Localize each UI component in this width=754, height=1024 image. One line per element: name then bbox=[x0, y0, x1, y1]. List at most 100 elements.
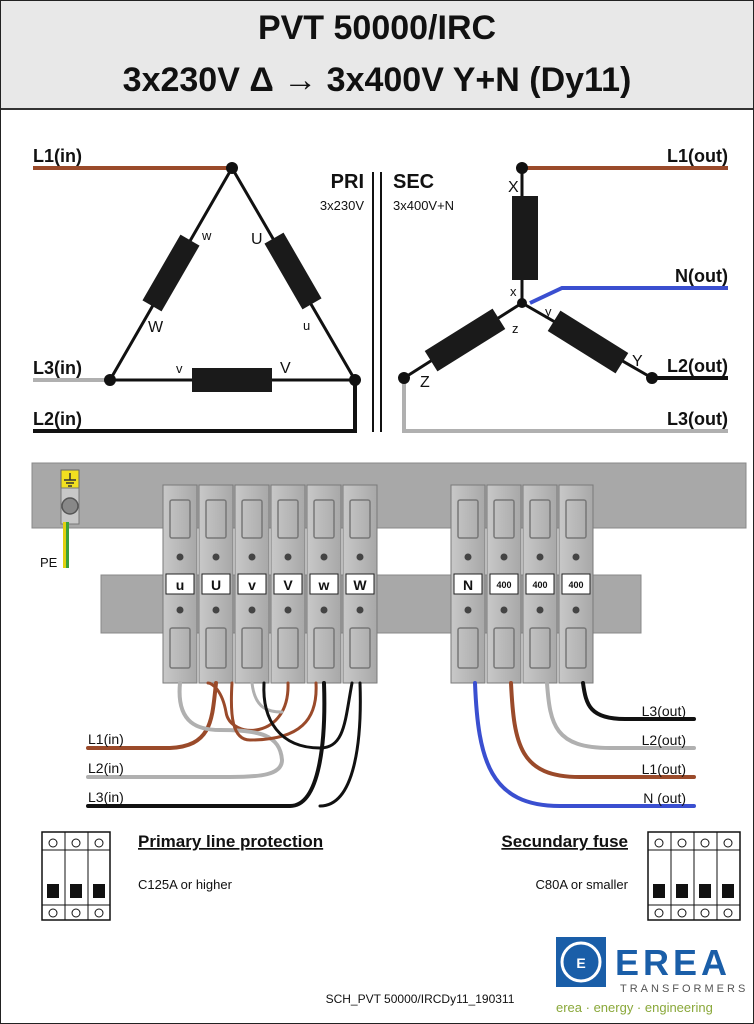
svg-text:E: E bbox=[576, 955, 585, 971]
terminal-label-box bbox=[201, 573, 231, 595]
wire-l3-in-a bbox=[86, 681, 327, 808]
wire-l1-in-a bbox=[86, 681, 218, 750]
wire-l1-out bbox=[509, 681, 696, 779]
terminal-label-box bbox=[273, 573, 303, 595]
terminal-label: V bbox=[283, 577, 293, 593]
terminal-label-box bbox=[489, 573, 519, 595]
wire-l2-out bbox=[545, 681, 696, 750]
terminal-pin: U bbox=[198, 484, 234, 684]
coil-w bbox=[142, 234, 200, 312]
coil-v bbox=[192, 368, 272, 392]
drawing-id: SCH_PVT 50000/IRCDy11_190311 bbox=[326, 992, 515, 1006]
terminal-label-box bbox=[309, 573, 339, 595]
terminal-pin: 400 bbox=[522, 484, 558, 684]
primary-breaker-icon bbox=[41, 831, 111, 921]
terminal-label: 400 bbox=[532, 580, 547, 590]
terminal-pin: N bbox=[450, 484, 486, 684]
terminal-pin: v bbox=[234, 484, 270, 684]
page-title: PVT 50000/IRC bbox=[257, 9, 497, 47]
coil-y bbox=[547, 310, 629, 374]
label-l2-in: L2(in) bbox=[33, 409, 82, 429]
winding-y: y bbox=[545, 304, 552, 319]
wire-l3-out bbox=[581, 681, 696, 721]
label-n-out: N(out) bbox=[675, 266, 728, 286]
winding-x: x bbox=[510, 284, 517, 299]
node bbox=[646, 372, 658, 384]
l3-out-wire bbox=[402, 378, 728, 433]
pe-label: PE bbox=[40, 555, 58, 570]
node bbox=[516, 162, 528, 174]
winding-v: v bbox=[176, 361, 183, 376]
label-l1-in: L1(in) bbox=[33, 146, 82, 166]
coil-z bbox=[424, 308, 506, 372]
wire-w-link bbox=[229, 681, 318, 742]
l2-in-wire bbox=[33, 380, 357, 433]
secondary-fuse-icon bbox=[647, 831, 741, 921]
terminal-label: 400 bbox=[496, 580, 511, 590]
winding-V: V bbox=[280, 360, 291, 377]
terminal-label-box bbox=[561, 573, 591, 595]
sec-label: SEC bbox=[393, 171, 434, 193]
pe-terminal: PE bbox=[40, 469, 80, 570]
wire-n-out bbox=[473, 681, 696, 808]
label-l3-in: L3(in) bbox=[33, 358, 82, 378]
wire-label-l1-in: L1(in) bbox=[88, 731, 124, 747]
winding-W: W bbox=[148, 319, 164, 336]
terminal-pin: 400 bbox=[486, 484, 522, 684]
din-rail-top bbox=[31, 462, 747, 529]
terminal-label-box bbox=[165, 573, 195, 595]
node bbox=[349, 374, 361, 386]
terminal-label: U bbox=[211, 577, 221, 593]
winding-Y: Y bbox=[632, 353, 643, 370]
secondary-fuse-rating: C80A or smaller bbox=[536, 877, 629, 892]
brand-sub: TRANSFORMERS bbox=[620, 983, 748, 995]
winding-u: u bbox=[303, 318, 310, 333]
terminal-pin: w bbox=[306, 484, 342, 684]
wire-l3-in-b bbox=[318, 681, 362, 808]
wire-label-l1-out: L1(out) bbox=[642, 761, 686, 777]
terminal-label: N bbox=[463, 577, 473, 593]
terminal-label: w bbox=[318, 577, 330, 593]
n-out-wire bbox=[529, 286, 728, 305]
pe-wire bbox=[63, 522, 66, 568]
node bbox=[226, 162, 238, 174]
earth-screw bbox=[61, 497, 79, 515]
terminal-wires bbox=[86, 681, 696, 808]
terminal-label-box bbox=[237, 573, 267, 595]
coil-u bbox=[264, 232, 322, 310]
terminal-label: v bbox=[248, 577, 256, 593]
wire-label-l2-out: L2(out) bbox=[642, 732, 686, 748]
node bbox=[517, 298, 527, 308]
primary-protection-rating: C125A or higher bbox=[138, 877, 233, 892]
primary-protection-title: Primary line protection bbox=[138, 832, 323, 851]
delta-triangle bbox=[107, 165, 358, 382]
secondary-fuse-title: Secundary fuse bbox=[501, 832, 628, 851]
primary-delta bbox=[33, 162, 361, 433]
winding-X: X bbox=[508, 179, 519, 196]
terminal-pin: V bbox=[270, 484, 306, 684]
terminal-label-box bbox=[525, 573, 555, 595]
sec-voltage: 3x400V+N bbox=[393, 198, 454, 213]
winding-w: w bbox=[201, 228, 212, 243]
secondary-star bbox=[398, 162, 728, 433]
wire-label-l2-in: L2(in) bbox=[88, 760, 124, 776]
brand-tagline: erea · energy · engineering bbox=[556, 1000, 713, 1015]
node bbox=[398, 372, 410, 384]
page-subtitle: 3x230V Δ → 3x400V Y+N (Dy11) bbox=[122, 61, 632, 99]
pri-label: PRI bbox=[331, 171, 364, 193]
wire-v-link bbox=[262, 681, 354, 750]
wire-l2-in-a bbox=[86, 681, 285, 779]
wire-l2-in-b bbox=[250, 681, 284, 714]
terminal-pin: W bbox=[342, 484, 378, 684]
terminal-label-box bbox=[345, 573, 375, 595]
erea-logo-icon bbox=[556, 937, 606, 987]
winding-U: U bbox=[251, 231, 263, 248]
coil-x bbox=[512, 196, 538, 280]
terminal-label: W bbox=[353, 577, 367, 593]
wire-l1-in-b bbox=[206, 681, 290, 732]
terminal-pin: u bbox=[162, 484, 198, 684]
wire-label-n-out: N (out) bbox=[643, 790, 686, 806]
node bbox=[104, 374, 116, 386]
